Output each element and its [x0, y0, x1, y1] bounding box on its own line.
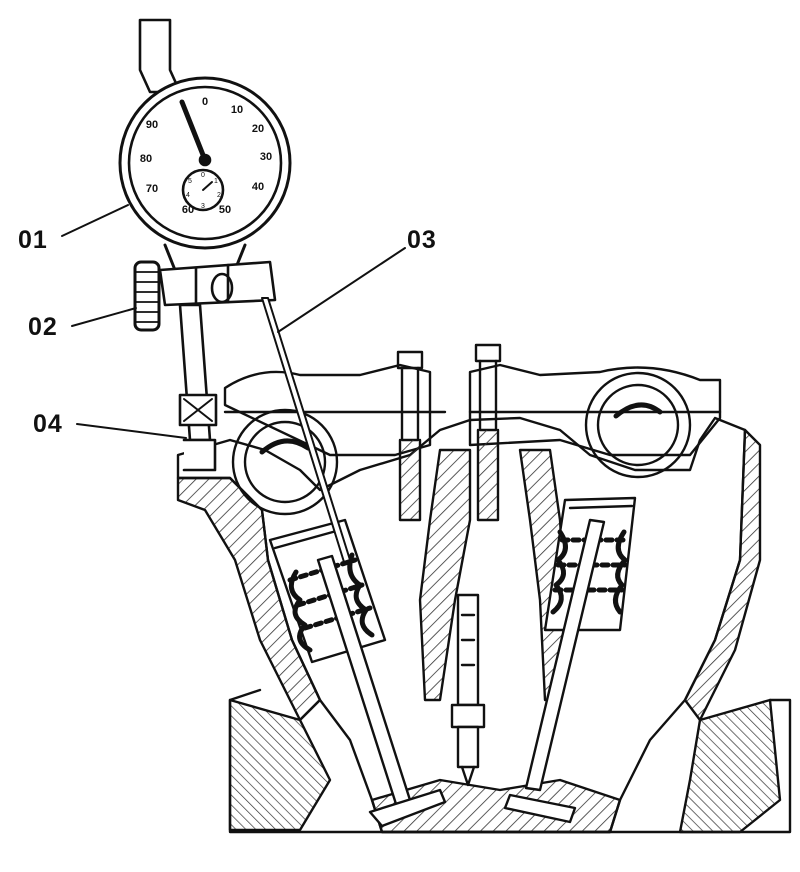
spark-plug: [450, 593, 486, 787]
dial-needle: [179, 99, 208, 163]
intake-valve-head: [368, 788, 447, 828]
cam-cap-right: [468, 363, 722, 457]
sub-scale-3: 3: [201, 203, 205, 210]
callout-01: 01: [18, 226, 48, 254]
right-valve-assembly: [503, 496, 637, 824]
sub-scale-5: 5: [188, 178, 192, 185]
leader-04: [76, 423, 187, 439]
dial-scale-40: 40: [252, 181, 264, 193]
dial-scale-60: 60: [182, 204, 194, 216]
dial-scale: 0 10 20 30 40 50 60 70 80 90: [140, 96, 272, 216]
right-wall-hatch: [683, 428, 762, 722]
dial-stem: [138, 18, 182, 94]
bolt-right: [474, 343, 502, 363]
leader-01: [61, 204, 129, 237]
lower-right-hatch: [678, 698, 782, 834]
dial-scale-80: 80: [140, 153, 152, 165]
lower-left-hatch: [228, 698, 332, 832]
callout-04: 04: [33, 410, 63, 438]
sub-scale-4: 4: [186, 192, 190, 199]
left-valve-assembly: [268, 518, 447, 828]
exhaust-valve-stem: [524, 518, 606, 792]
dial-sub-scale: 0 1 2 3 4 5: [186, 172, 221, 210]
clamp-screw: [210, 272, 234, 304]
sub-scale-2: 2: [217, 192, 221, 199]
measuring-probe: [261, 297, 351, 563]
leader-03: [277, 247, 406, 333]
center-web-hatch: [418, 448, 472, 702]
clamp-block: [158, 260, 277, 307]
dial-scale-10: 10: [231, 104, 243, 116]
dial-scale-20: 20: [252, 123, 264, 135]
camshaft-left: [231, 408, 339, 516]
callout-03: 03: [407, 226, 437, 254]
dial-indicator: [118, 18, 351, 563]
sub-scale-0: 0: [201, 172, 205, 179]
camshaft-right: [584, 371, 692, 479]
dial-sub-gauge: [181, 168, 225, 212]
knurled-knob: [133, 260, 161, 332]
dial-scale-90: 90: [146, 119, 158, 131]
callout-02: 02: [28, 313, 58, 341]
bolt-left: [396, 350, 424, 370]
lower-block-outline: [228, 688, 792, 834]
dial-scale-0: 0: [202, 96, 208, 108]
exhaust-valve-head: [503, 793, 577, 824]
dial-scale-70: 70: [146, 183, 158, 195]
sub-scale-1: 1: [214, 178, 218, 185]
dial-scale-30: 30: [260, 151, 272, 163]
leader-02: [71, 307, 137, 327]
dial-scale-50: 50: [219, 204, 231, 216]
